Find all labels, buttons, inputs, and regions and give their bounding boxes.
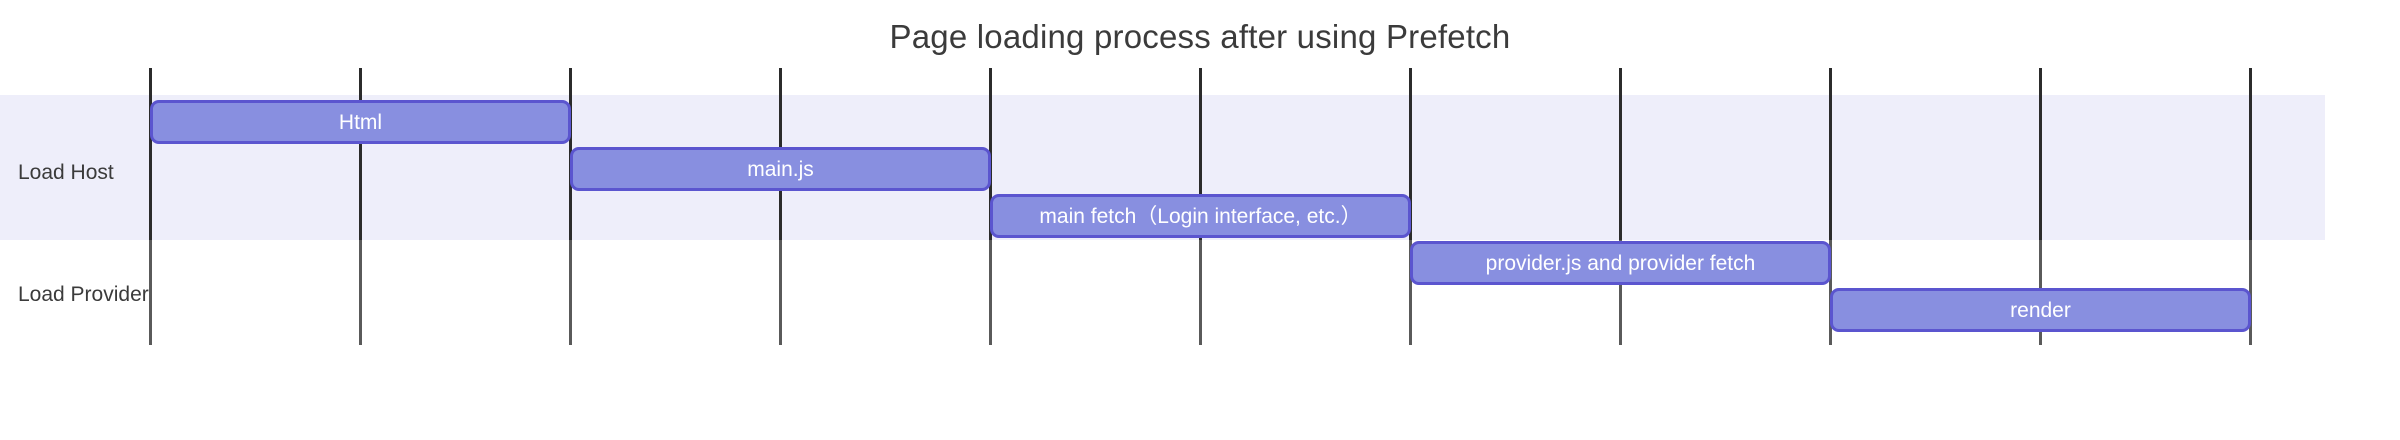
gridline-1 xyxy=(359,68,362,240)
gridline-lower-5 xyxy=(1199,240,1202,345)
task-bar-label: main.js xyxy=(747,157,814,181)
gridline-6 xyxy=(1409,68,1412,240)
gridline-5 xyxy=(1199,68,1202,240)
gridline-lower-3 xyxy=(779,240,782,345)
gridline-lower-6 xyxy=(1409,240,1412,345)
gridline-lower-4 xyxy=(989,240,992,345)
task-bar-label: render xyxy=(2010,298,2071,322)
task-bar-label: Html xyxy=(338,110,383,134)
gridline-9 xyxy=(2039,68,2042,240)
task-bar-label: main fetch（Login interface, etc.） xyxy=(1039,204,1362,228)
gridline-lower-10 xyxy=(2249,240,2252,345)
gridline-0 xyxy=(149,68,152,240)
row-label-load-provider: Load Provider xyxy=(18,283,149,306)
task-bar-main-js[interactable]: main.js xyxy=(570,147,991,191)
task-bar-main-fetch-login-interface-etc[interactable]: main fetch（Login interface, etc.） xyxy=(990,194,1411,238)
row-label-load-host: Load Host xyxy=(18,161,114,184)
task-bar-provider-js-and-provider-fetch[interactable]: provider.js and provider fetch xyxy=(1410,241,1831,285)
gridline-8 xyxy=(1829,68,1832,240)
gridline-lower-7 xyxy=(1619,240,1622,345)
task-bar-html[interactable]: Html xyxy=(150,100,571,144)
task-bar-label: provider.js and provider fetch xyxy=(1485,251,1756,275)
gridline-lower-2 xyxy=(569,240,572,345)
gridline-lower-0 xyxy=(149,240,152,345)
gridline-10 xyxy=(2249,68,2252,240)
gridline-lower-1 xyxy=(359,240,362,345)
task-bar-render[interactable]: render xyxy=(1830,288,2251,332)
gridline-7 xyxy=(1619,68,1622,240)
chart-title: Page loading process after using Prefetc… xyxy=(889,18,1511,55)
